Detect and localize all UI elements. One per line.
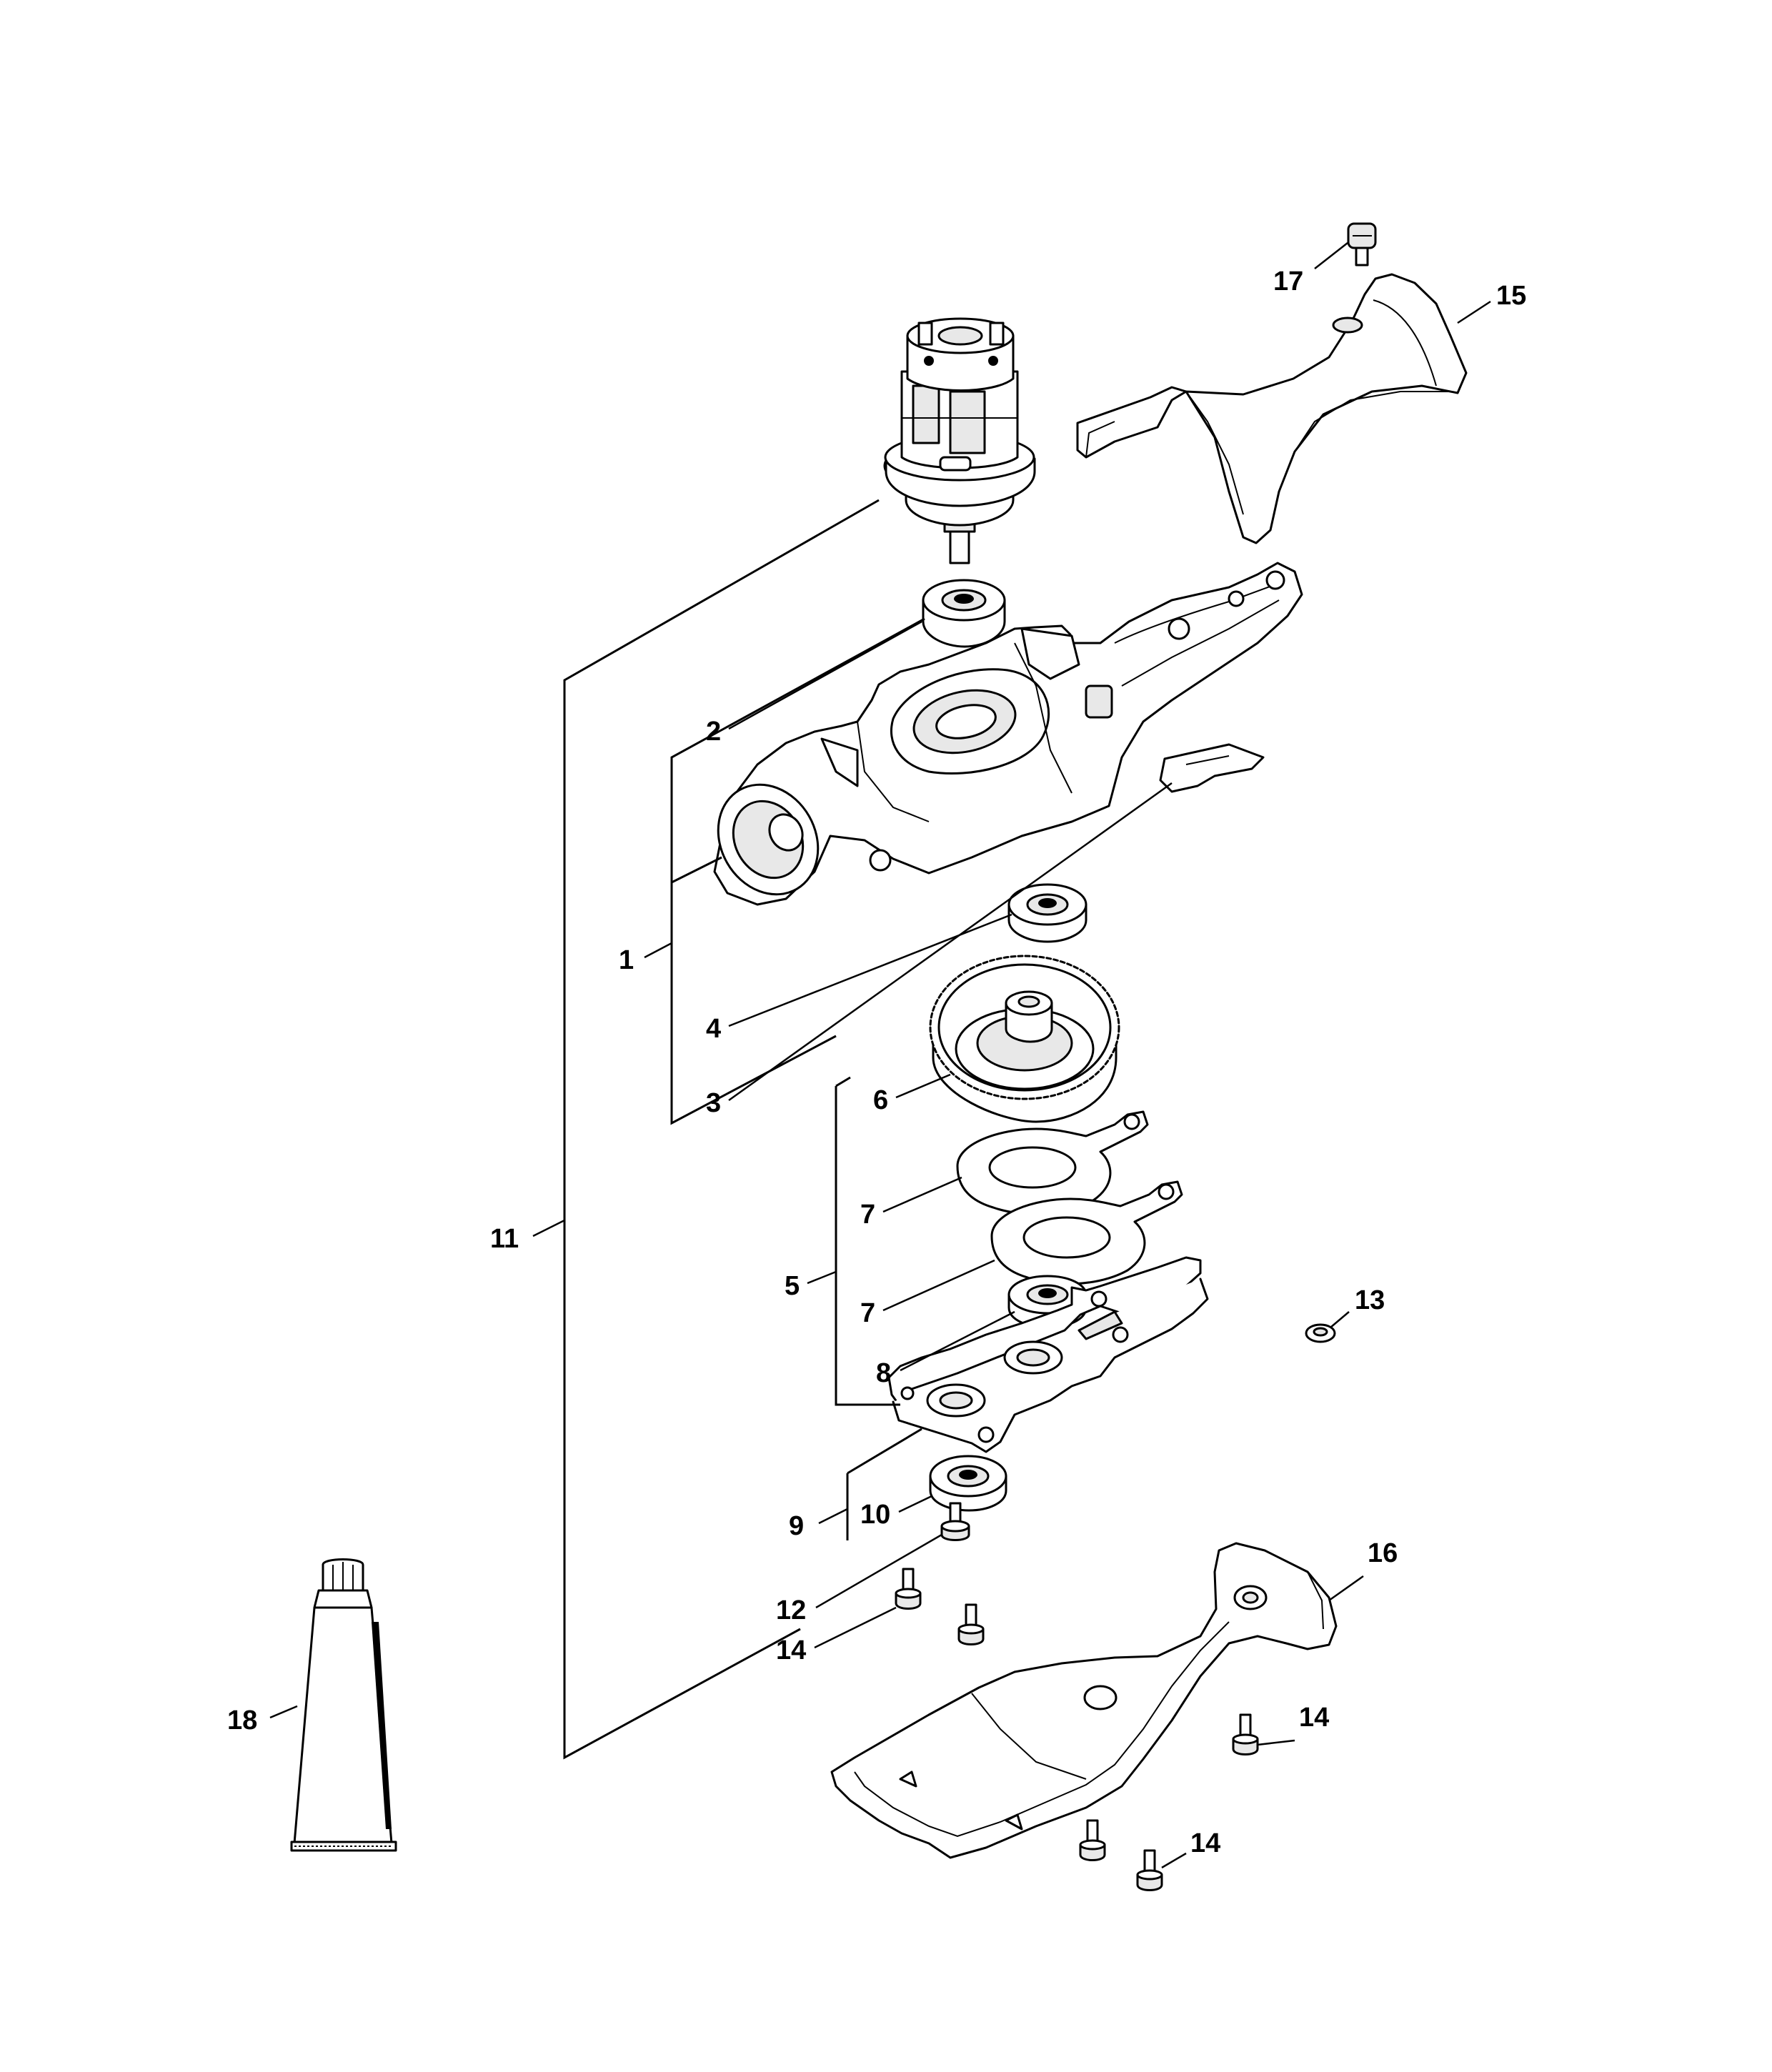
callout-13: 13 <box>1355 1285 1385 1315</box>
guide-plate-icon[interactable] <box>887 1256 1209 1453</box>
callout-labels: 1 2 3 4 5 6 7 7 8 9 10 11 12 13 14 14 14… <box>227 267 1526 1858</box>
screw-14c-icon[interactable] <box>1232 1713 1259 1755</box>
leader-lines <box>269 242 1491 1869</box>
callout-4: 4 <box>706 1014 721 1044</box>
callout-17: 17 <box>1273 267 1303 297</box>
screw-17-icon[interactable] <box>1347 222 1377 267</box>
callout-1: 1 <box>619 945 634 975</box>
gasket-icon[interactable] <box>1159 743 1265 793</box>
washer-13-icon[interactable] <box>1305 1323 1336 1343</box>
electric-motor-icon[interactable] <box>883 317 1036 564</box>
handle-cover-15-icon[interactable] <box>1076 273 1468 544</box>
assembly-bracket-9 <box>846 1428 922 1540</box>
gear-housing-icon[interactable] <box>699 562 1303 912</box>
callout-9: 9 <box>789 1511 804 1541</box>
callout-3: 3 <box>706 1088 721 1118</box>
screw-14a-icon[interactable] <box>895 1568 922 1610</box>
assembly-bracket-11 <box>563 499 880 1760</box>
assembly-bracket-1 <box>670 617 925 1125</box>
callout-14a: 14 <box>776 1635 806 1665</box>
callout-10: 10 <box>860 1500 890 1530</box>
callout-14b: 14 <box>1299 1703 1329 1733</box>
callout-6: 6 <box>873 1085 888 1115</box>
callout-7b: 7 <box>860 1298 875 1328</box>
ball-bearing-10-icon[interactable] <box>929 1455 1007 1512</box>
callout-15: 15 <box>1496 281 1526 311</box>
screw-14e-icon[interactable] <box>1136 1849 1163 1891</box>
spur-gear-icon[interactable] <box>929 955 1120 1123</box>
crank-lever-2-icon[interactable] <box>990 1180 1183 1285</box>
callout-2: 2 <box>706 717 721 747</box>
ball-bearing-top-icon[interactable] <box>922 579 1006 648</box>
grease-tube-18-icon[interactable] <box>290 1558 397 1852</box>
callout-8: 8 <box>876 1358 891 1388</box>
ball-bearing-4-icon[interactable] <box>1007 883 1087 943</box>
callout-16: 16 <box>1368 1538 1398 1568</box>
crank-lever-1-icon[interactable] <box>956 1110 1149 1215</box>
callout-11: 11 <box>490 1224 519 1254</box>
callout-7a: 7 <box>860 1200 875 1230</box>
callout-14c: 14 <box>1190 1828 1220 1858</box>
screw-14d-icon[interactable] <box>1079 1819 1106 1861</box>
screw-14b-icon[interactable] <box>957 1603 985 1645</box>
housing-cover-16-icon[interactable] <box>830 1542 1338 1859</box>
callout-5: 5 <box>785 1271 800 1301</box>
callout-12: 12 <box>776 1595 806 1625</box>
callout-18: 18 <box>227 1705 257 1735</box>
assembly-bracket-5 <box>835 1076 900 1406</box>
